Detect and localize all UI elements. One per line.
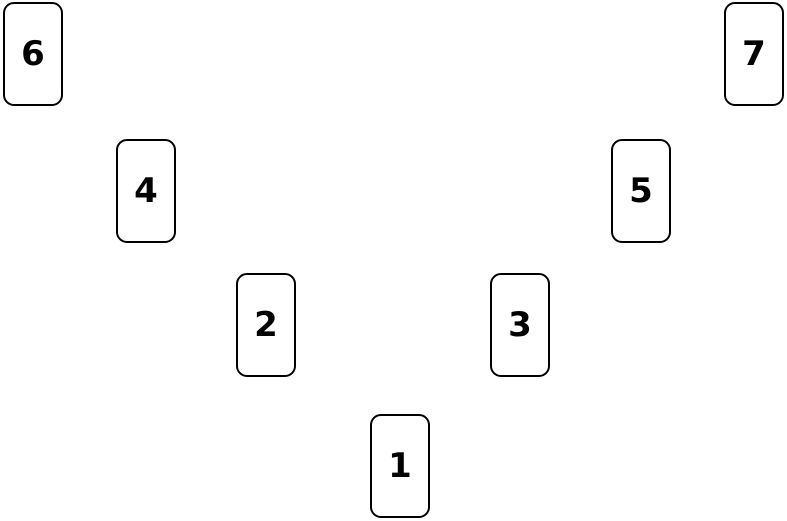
card-position-3: 3	[490, 273, 550, 377]
card-position-4: 4	[116, 139, 176, 243]
card-position-6: 6	[3, 2, 63, 106]
card-number: 4	[134, 171, 158, 211]
card-number: 1	[388, 446, 412, 486]
card-position-1: 1	[370, 414, 430, 518]
card-number: 7	[742, 34, 766, 74]
card-number: 6	[21, 34, 45, 74]
card-position-2: 2	[236, 273, 296, 377]
card-number: 5	[629, 171, 653, 211]
card-position-5: 5	[611, 139, 671, 243]
card-number: 3	[508, 305, 532, 345]
card-number: 2	[254, 305, 278, 345]
card-position-7: 7	[724, 2, 784, 106]
